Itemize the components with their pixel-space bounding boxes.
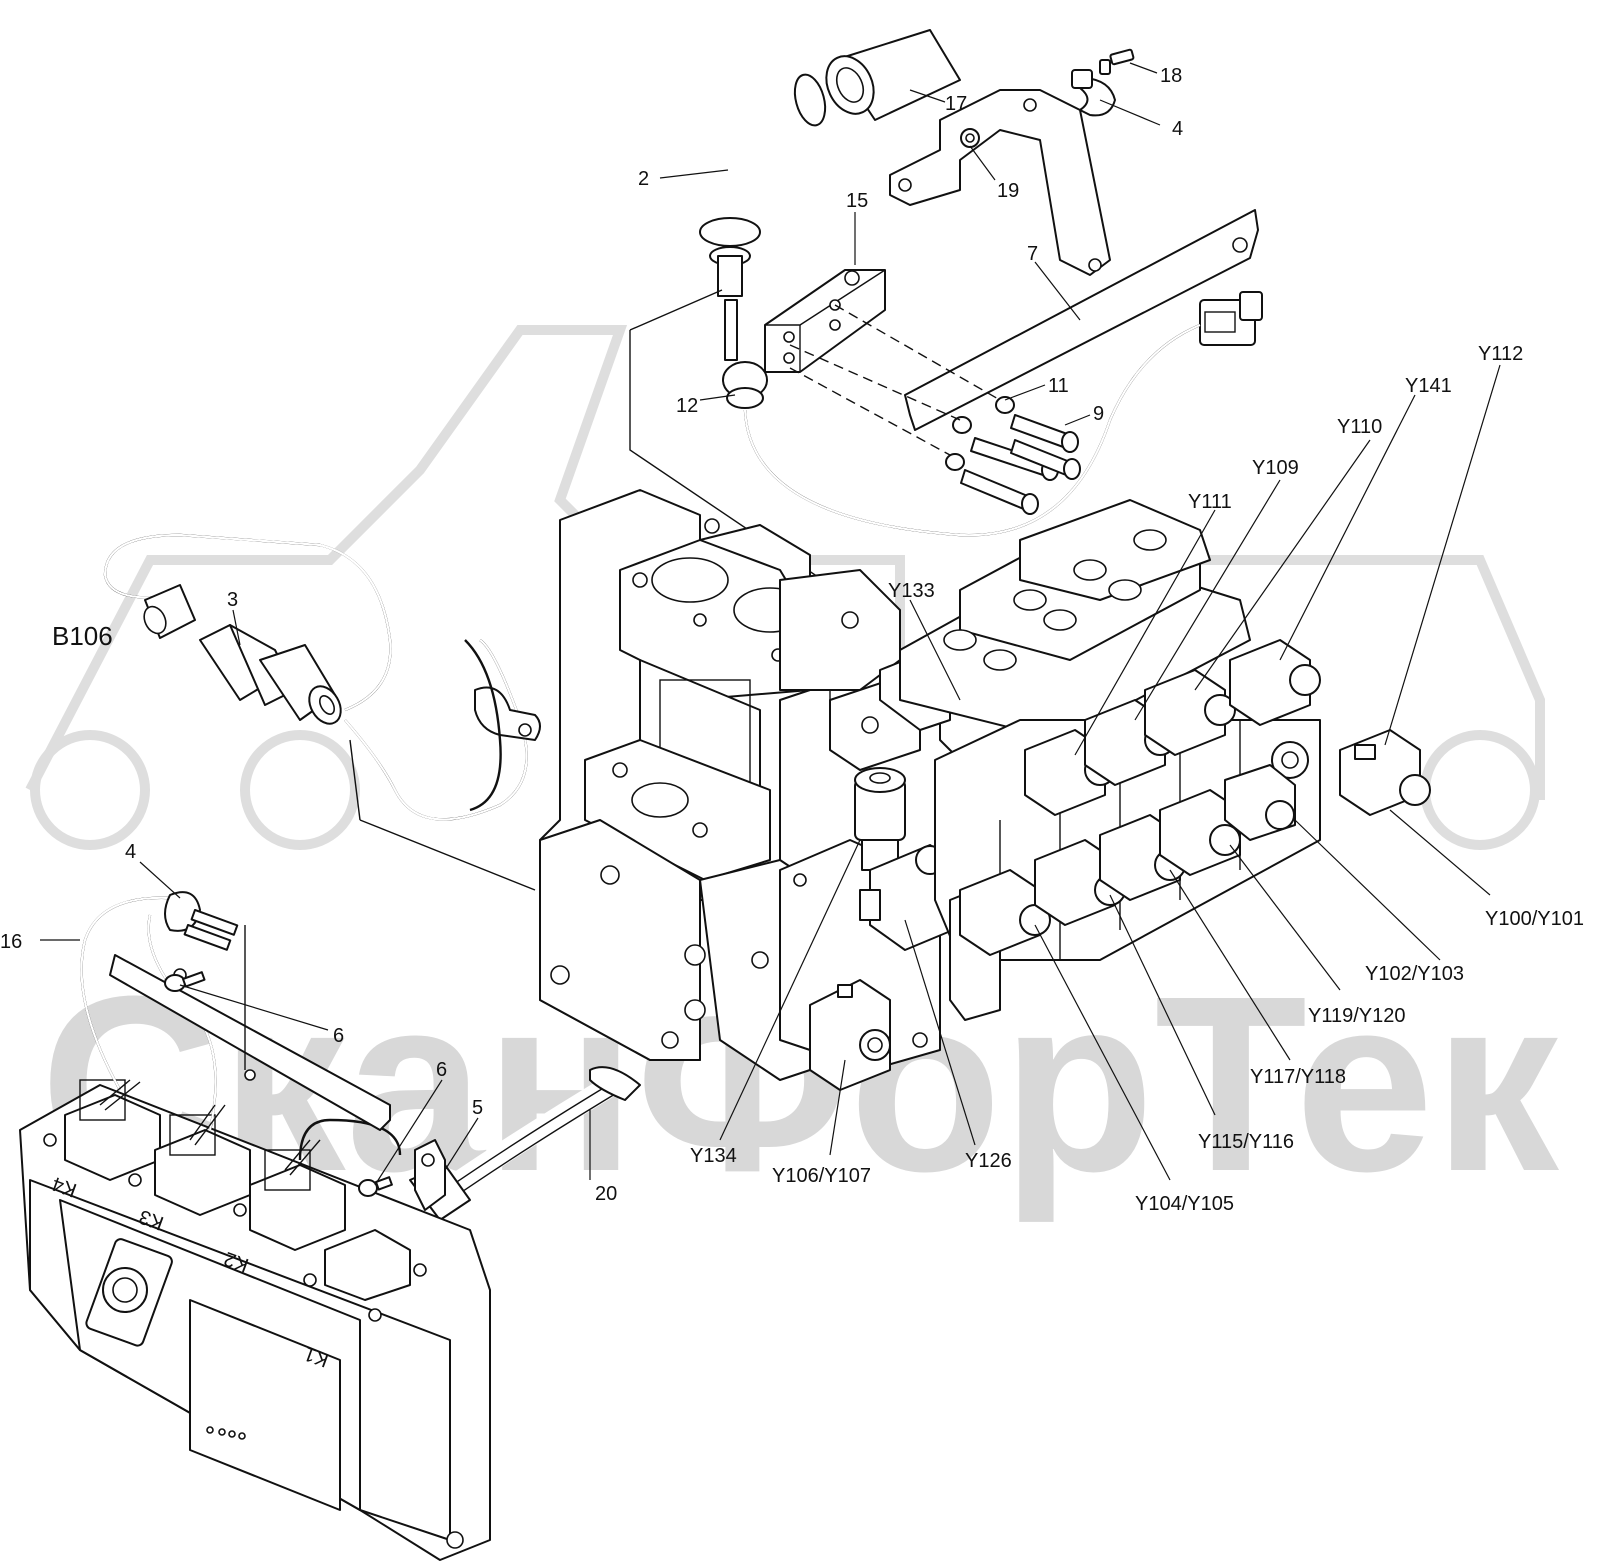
callout-4-left: 4 <box>125 841 136 863</box>
coil-y102-body <box>1224 764 1296 841</box>
callout-20: 20 <box>595 1183 617 1205</box>
callout-7: 7 <box>1027 243 1038 265</box>
valve-block-main <box>539 489 811 1061</box>
callout-y111: Y111 <box>1188 491 1232 513</box>
coil-y119 <box>1159 789 1241 876</box>
plug-connector-rail <box>1199 291 1263 346</box>
callout-y100: Y100/Y101 <box>1485 908 1584 930</box>
callout-y117: Y117/Y118 <box>1250 1066 1346 1088</box>
watermark-wheel <box>240 730 360 850</box>
callout-15: 15 <box>846 190 868 212</box>
callout-18: 18 <box>1160 65 1182 87</box>
coil-y141 <box>1229 639 1321 726</box>
nut-19 <box>960 128 980 148</box>
bracket-ecu <box>109 954 391 1131</box>
callout-y109: Y109 <box>1252 457 1299 479</box>
callout-b106: B106 <box>52 621 113 651</box>
callout-3: 3 <box>227 589 238 611</box>
clamp-4-top <box>1071 69 1116 117</box>
phantom-line <box>359 819 536 891</box>
phantom-line <box>789 367 951 456</box>
solenoid-y106 <box>809 979 891 1091</box>
callout-y112: Y112 <box>1478 343 1523 365</box>
phantom-line <box>349 739 361 821</box>
bracket-5 <box>414 1139 446 1211</box>
callout-12: 12 <box>676 395 698 417</box>
watermark-loader-outline <box>1200 555 1545 800</box>
callout-y133: Y133 <box>888 580 935 602</box>
callout-9: 9 <box>1093 403 1104 425</box>
callout-labels: 2 17 18 4 19 15 7 11 9 12 3 B106 4 16 6 … <box>0 65 1584 1215</box>
callout-11: 11 <box>1048 375 1069 397</box>
harness-rail-core <box>743 323 1201 537</box>
callout-y115: Y115/Y116 <box>1198 1131 1294 1153</box>
rail-7 <box>904 209 1259 431</box>
nut-17 <box>825 29 961 121</box>
sensor-b106 <box>103 533 528 821</box>
callout-4-top: 4 <box>1172 118 1183 140</box>
pipe-2 <box>699 73 827 297</box>
leader-lines <box>40 62 1501 1186</box>
callout-19: 19 <box>997 180 1019 202</box>
watermark: СканФорТек <box>25 325 1560 1223</box>
callout-y102: Y102/Y103 <box>1365 963 1464 985</box>
callout-y126: Y126 <box>965 1150 1012 1172</box>
callout-y141: Y141 <box>1405 375 1452 397</box>
ecu-control-unit <box>19 1079 491 1561</box>
callout-16: 16 <box>0 931 22 953</box>
coil-y104 <box>959 869 1051 956</box>
grommet-4-left <box>164 891 239 951</box>
fitting-12 <box>722 299 768 409</box>
callout-17: 17 <box>945 93 967 115</box>
screw-6-lower <box>358 1176 393 1197</box>
callout-y119: Y119/Y120 <box>1308 1005 1406 1027</box>
callout-y106: Y106/Y107 <box>772 1165 871 1187</box>
callout-y110: Y110 <box>1337 416 1382 438</box>
callout-y134: Y134 <box>690 1145 737 1167</box>
phantom-line <box>629 289 723 331</box>
screw-18 <box>1099 48 1135 75</box>
callout-2: 2 <box>638 168 649 190</box>
watermark-wheel <box>1420 730 1540 850</box>
block-15 <box>764 269 886 373</box>
bracket <box>889 89 1111 276</box>
callout-6-lower: 6 <box>436 1059 447 1081</box>
coil-y100 <box>1339 729 1431 816</box>
callout-5: 5 <box>472 1097 483 1119</box>
screw-6-upper <box>164 971 206 992</box>
solenoid-y134 <box>854 767 906 871</box>
callout-y104: Y104/Y105 <box>1135 1193 1234 1215</box>
cable-through-clamp <box>464 639 502 812</box>
coil-y102 <box>1271 741 1309 779</box>
washers-11 <box>945 396 1015 471</box>
watermark-wheel <box>30 730 150 850</box>
callout-6-upper: 6 <box>333 1025 344 1047</box>
bolts-9 <box>960 414 1081 515</box>
cable-clamp <box>474 686 541 741</box>
coil-y110 <box>1144 669 1236 756</box>
